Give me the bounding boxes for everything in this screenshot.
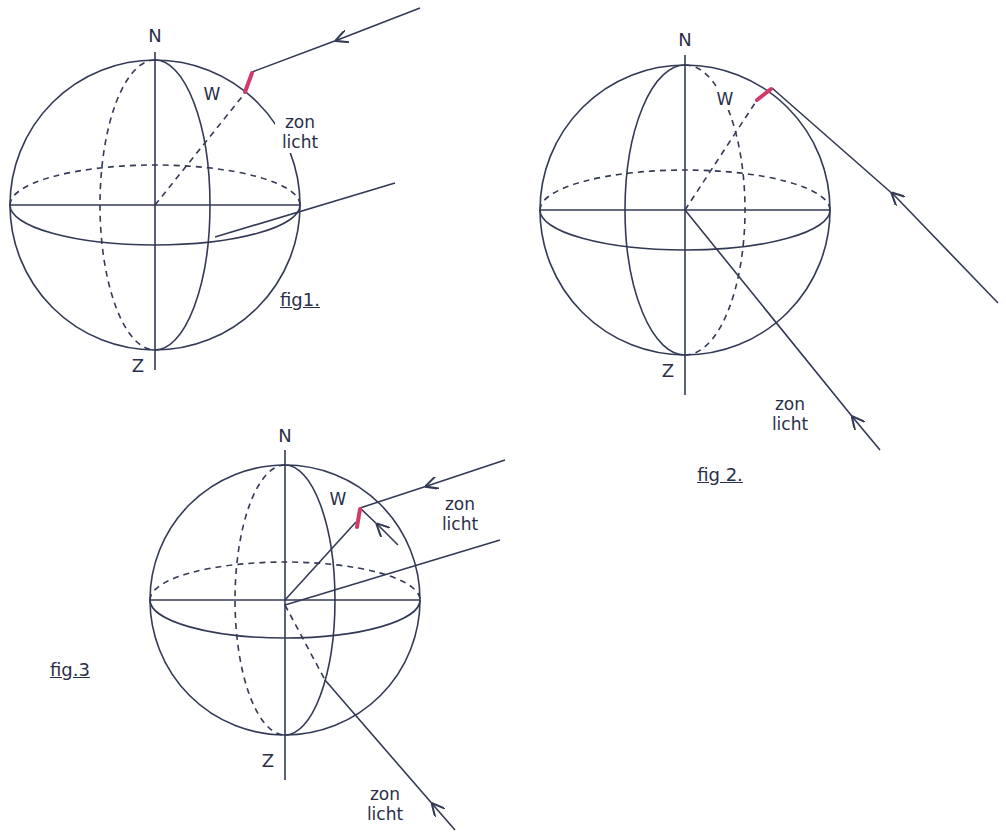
light-label: zon licht xyxy=(436,495,484,534)
pole-letter: Z xyxy=(260,751,276,772)
pole-letter: N xyxy=(146,26,163,47)
point-letter: W xyxy=(202,85,223,105)
light-label: zon licht xyxy=(360,785,410,824)
point-letter: W xyxy=(328,490,349,510)
light-label: zon licht xyxy=(765,395,815,434)
light-label: zon licht xyxy=(275,113,325,152)
pole-letter: N xyxy=(676,30,693,51)
pole-letter: N xyxy=(276,426,293,447)
point-letter: W xyxy=(715,90,736,110)
figure-number: fig.3 xyxy=(48,660,92,681)
figure-number: fig1. xyxy=(278,290,322,311)
pole-letter: Z xyxy=(130,356,146,377)
pole-letter: Z xyxy=(660,361,676,382)
figure-number: fig 2. xyxy=(695,465,745,486)
